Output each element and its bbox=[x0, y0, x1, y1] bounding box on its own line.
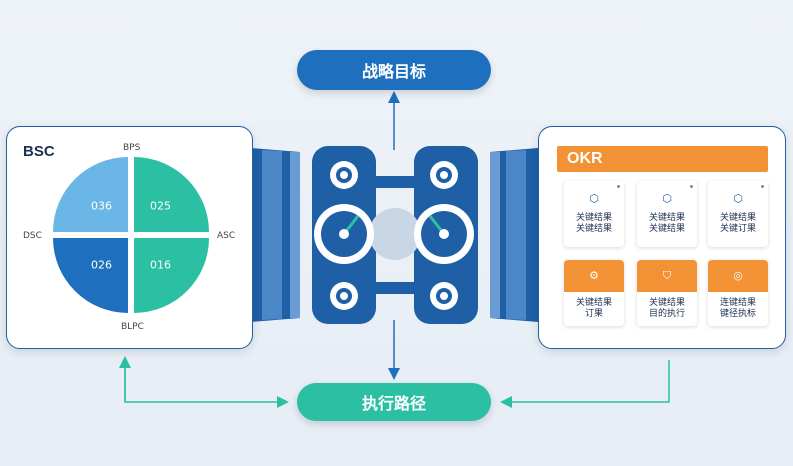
bsc-quadrant-value: 016 bbox=[150, 259, 171, 272]
bulb-icon: ◎ bbox=[733, 270, 743, 282]
okr-card-line1: 关键结果 bbox=[719, 213, 756, 223]
arrow-okr-to-path bbox=[500, 360, 670, 408]
shield-icon: ⛉ bbox=[662, 270, 672, 282]
okr-panel: OKR ⬡关键结果关键结果⬡关键结果关键结果⬡关键结果关键订果⚙关键结果订果⛉关… bbox=[538, 126, 786, 349]
left-ribs bbox=[251, 148, 300, 322]
hexagon-icon: ⬡ bbox=[733, 193, 743, 205]
okr-card-line2: 订果 bbox=[584, 309, 603, 319]
bsc-quadrant-value: 026 bbox=[91, 259, 112, 272]
okr-card-line2: 关键结果 bbox=[575, 224, 612, 234]
okr-card: ◎ 连键结果键径执标 bbox=[708, 260, 768, 326]
bsc-quadrant bbox=[134, 238, 209, 313]
okr-card-line1: 连键结果 bbox=[719, 298, 756, 308]
okr-card: ⬡ 关键结果关键订果 bbox=[708, 181, 768, 247]
strategic-goal-pill: 战略目标 bbox=[297, 50, 491, 90]
okr-card: ⬡ 关键结果关键结果 bbox=[564, 181, 624, 247]
bsc-label-left: DSC bbox=[23, 231, 42, 241]
bsc-quadrant bbox=[53, 157, 128, 232]
bsc-quadrant bbox=[53, 238, 128, 313]
bsc-title: BSC bbox=[23, 143, 55, 160]
right-ribs bbox=[490, 148, 538, 322]
bsc-label-top: BPS bbox=[123, 143, 141, 153]
okr-card-line1: 关键结果 bbox=[648, 298, 685, 308]
okr-card: ⛉ 关键结果目的执行 bbox=[637, 260, 697, 326]
okr-card-dot bbox=[690, 185, 693, 188]
okr-card-line1: 关键结果 bbox=[575, 298, 612, 308]
okr-card-band bbox=[637, 260, 697, 292]
execution-path-pill: 执行路径 bbox=[297, 383, 491, 421]
bsc-quadrant-value: 025 bbox=[150, 199, 171, 212]
bolt-icon bbox=[330, 161, 458, 310]
dial-icon bbox=[314, 204, 474, 264]
okr-card-line2: 目的执行 bbox=[648, 309, 685, 319]
okr-card-line2: 键径执标 bbox=[719, 309, 756, 319]
bsc-panel: BSC BPS DSC ASC BLPC 036 025 026 016 bbox=[6, 126, 253, 349]
bsc-quadrant-chart: 036 025 026 016 bbox=[53, 157, 209, 313]
okr-card-line2: 关键结果 bbox=[648, 224, 685, 234]
bsc-quadrant bbox=[134, 157, 209, 232]
gear-icon: ⚙ bbox=[589, 270, 599, 282]
bsc-quadrant-value: 036 bbox=[91, 199, 112, 212]
okr-card-line1: 关键结果 bbox=[575, 213, 612, 223]
okr-card-dot bbox=[617, 185, 620, 188]
hexagon-icon: ⬡ bbox=[662, 193, 672, 205]
okr-title: OKR bbox=[557, 146, 768, 172]
hexagon-icon: ⬡ bbox=[589, 193, 599, 205]
okr-card-band bbox=[708, 260, 768, 292]
okr-card-line2: 关键订果 bbox=[719, 224, 756, 234]
okr-card: ⬡ 关键结果关键结果 bbox=[637, 181, 697, 247]
okr-card-band bbox=[564, 260, 624, 292]
bsc-label-right: ASC bbox=[217, 231, 236, 241]
okr-card: ⚙ 关键结果订果 bbox=[564, 260, 624, 326]
bsc-label-bottom: BLPC bbox=[121, 322, 144, 332]
okr-card-line1: 关键结果 bbox=[648, 213, 685, 223]
okr-card-dot bbox=[761, 185, 764, 188]
